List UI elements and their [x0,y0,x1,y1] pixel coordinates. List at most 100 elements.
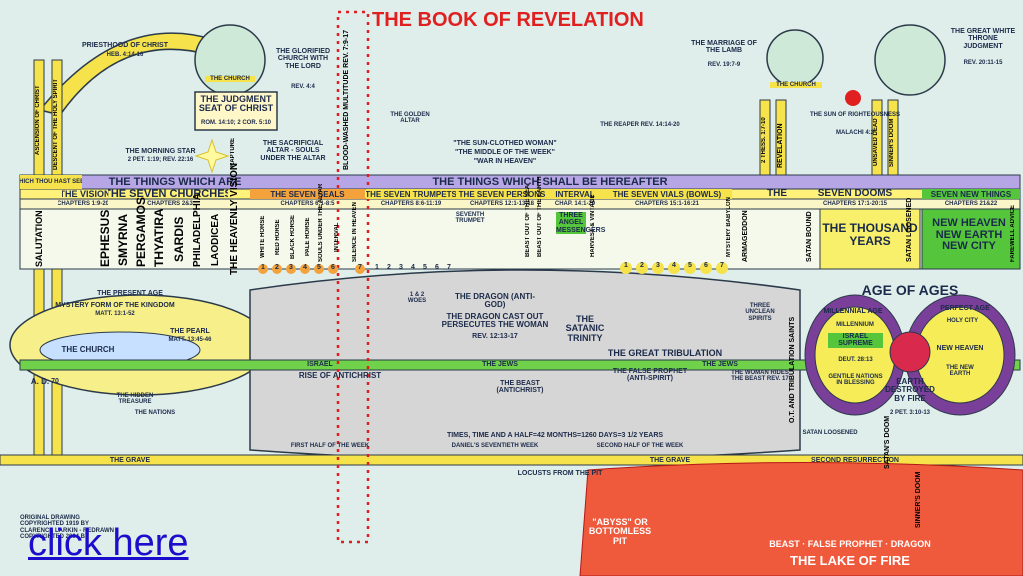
trumpet-number-5: 5 [423,264,427,271]
second-half-label: SECOND HALF OF THE WEEK [596,443,684,449]
seventh-trumpet-label: SEVENTH TRUMPET [455,212,485,225]
seal-number-1: 1 [258,264,268,274]
satans-doom-label: SATAN'S DOOM [884,415,891,470]
things-which-are: THE THINGS WHICH ARE [108,176,242,188]
ot-saints-label: O.T. AND TRIBULATION SAINTS [789,316,796,424]
daniel-label: DANIEL'S SEVENTIETH WEEK [451,443,539,449]
vial-number-4: 4 [668,262,680,274]
chapters-new: CHAPTERS 21&22 [944,201,998,207]
church-sardis: SARDIS [172,216,186,263]
chapters-seals: CHAPTERS 6:1-8:5 [280,201,335,207]
satan-bound-label: SATAN BOUND [806,211,813,262]
marriage-label: THE MARRIAGE OF THE LAMB [691,40,757,55]
new-earth-label: THE NEW EARTH [946,365,974,378]
rise-antichrist-label: RISE OF ANTICHRIST [298,371,382,380]
trumpet-number-4: 4 [411,264,415,271]
dragon-cast-label: THE DRAGON CAST OUT PERSECUTES THE WOMAN [441,312,549,330]
grave-label-1: THE GRAVE [109,457,151,464]
farewell-label: FAREWELL ADVICE [1010,204,1016,262]
seal-number-5: 5 [314,264,324,274]
things-hereafter: THE THINGS WHICH SHALL BE HEREAFTER [432,176,668,188]
dragon-label: THE DRAGON (ANTI-GOD) [455,292,535,310]
seal-white-horse: WHITE HORSE [260,215,266,259]
unsaved-dead-label: UNSAVED DEAD [873,118,879,167]
judgment-ref: ROM. 14:10; 2 COR. 5:10 [200,120,272,126]
war-heaven-label: "WAR IN HEAVEN" [473,158,537,165]
nations-label: THE NATIONS [134,410,176,416]
church-smyrna: SMYRNA [116,213,130,266]
new-heaven-lower-label: NEW HEAVEN [936,345,984,352]
sun-righteousness-ref: MALACHI 4:2 [835,130,874,136]
vial-number-1: 1 [620,262,632,274]
first-half-label: FIRST HALF OF THE WEEK [290,443,370,449]
seven-trumpets-label: THE SEVEN TRUMPETS [366,189,456,199]
pearl-label: THE PEARL [170,328,210,335]
chapters-churches: CHAPTERS 2&3 [147,201,193,207]
interval-label: INTERVAL [548,189,602,199]
click-here-link[interactable]: click here [28,522,189,564]
reaper-label: THE REAPER REV. 14:14-20 [600,122,680,128]
morning-star-ref: 2 PET. 1:19; REV. 22:16 [127,157,194,163]
chapters-interval: CHAP. 14:1-20 [554,201,596,207]
page-title: THE BOOK OF REVELATION [372,9,644,31]
trumpet-number-6: 6 [435,264,439,271]
chapters-persons: CHAPTERS 12:1-13:18 [469,201,535,207]
church-thyatira: THYATIRA [152,208,166,267]
church-lower-label: THE CHURCH [61,345,115,354]
seal-number-6: 6 [328,264,338,274]
times-label: TIMES, TIME AND A HALF=42 MONTHS=1260 DA… [446,432,664,439]
church-philadelphia: PHILADELPHIA [192,193,203,267]
seal-interval: INTERVAL [334,222,340,252]
chapters-vision: CHAPTERS 1:9-20 [58,201,108,207]
jews-label-1: THE JEWS [482,361,518,368]
golden-altar-label: THE GOLDEN ALTAR [390,112,430,125]
sacrificial-label: THE SACRIFICIAL ALTAR - SOULS UNDER THE … [260,140,326,162]
chapters-dooms: CHAPTERS 17:1-20:15 [822,201,888,207]
seven-new-things-label: SEVEN NEW THINGS [922,189,1020,199]
woman-rides-label: THE WOMAN RIDES THE BEAST REV. 17 [731,370,789,383]
ad-label: A. D. [30,377,50,386]
seven-seals-label: THE SEVEN SEALS [250,189,365,199]
church-right-label: THE CHURCH [770,82,822,89]
seal-black-horse: BLACK HORSE [290,215,296,260]
mystery-form-ref: MATT. 13:1-52 [95,311,135,317]
seal-silence: SILENCE IN HEAVEN [352,202,358,262]
seven-dooms-label: SEVEN DOOMS [817,188,893,199]
seal-red-horse: RED HORSE [275,219,281,255]
vision-label: THE VISION [62,189,108,199]
vial-number-2: 2 [636,262,648,274]
gentile-label: GENTILE NATIONS IN BLESSING [828,374,883,387]
trumpet-number-7: 7 [447,264,451,271]
sinners-doom-top-label: SINNER'S DOOM [889,118,895,167]
trumpet-number-1: 1 [375,264,379,271]
vial-number-6: 6 [700,262,712,274]
chapters-vials: CHAPTERS 15:1-16:21 [634,201,700,207]
seal-pale-horse: PALE HORSE [305,217,311,257]
sinners-doom-lower-label: SINNER'S DOOM [915,471,922,529]
three-angel-label: THREE ANGEL MESSENGERS [556,212,606,235]
satan-loosened-label: SATAN LOOSENED [906,197,913,262]
thousand-years-label: THE THOUSAND YEARS [822,221,918,248]
ad-year: 70 [51,378,59,385]
the-label: THE [767,188,787,199]
white-throne-label: THE GREAT WHITE THRONE JUDGMENT [950,28,1016,50]
jews-label-2: THE JEWS [702,361,738,368]
mystery-form-label: MYSTERY FORM OF THE KINGDOM [55,302,175,309]
millennium-label: MILLENNIUM [836,322,874,328]
beast-label: THE BEAST (ANTICHRIST) [496,380,544,395]
seven-churches-label: THE SEVEN CHURCHES [108,188,228,199]
thess-label: 2 THESS. 1:7-10 [761,117,767,163]
israel-supreme-label: ISRAEL SUPREME [828,333,883,348]
marriage-ref: REV. 19:7-9 [707,62,741,68]
vial-number-7: 7 [716,262,728,274]
dragon-ref: REV. 12:13-17 [472,333,518,340]
church-label: THE CHURCH [205,76,255,83]
seal-number-2: 2 [272,264,282,274]
lake-of-fire-label: THE LAKE OF FIRE [790,553,910,568]
sun-righteousness-label: THE SUN OF RIGHTEOUSNESS [810,112,901,118]
trumpet-number-2: 2 [387,264,391,271]
morning-star-label: THE MORNING STAR [125,148,196,155]
pearl-ref: MATT. 13:45-46 [168,337,212,343]
seal-number-4: 4 [300,264,310,274]
seal-number-3: 3 [286,264,296,274]
